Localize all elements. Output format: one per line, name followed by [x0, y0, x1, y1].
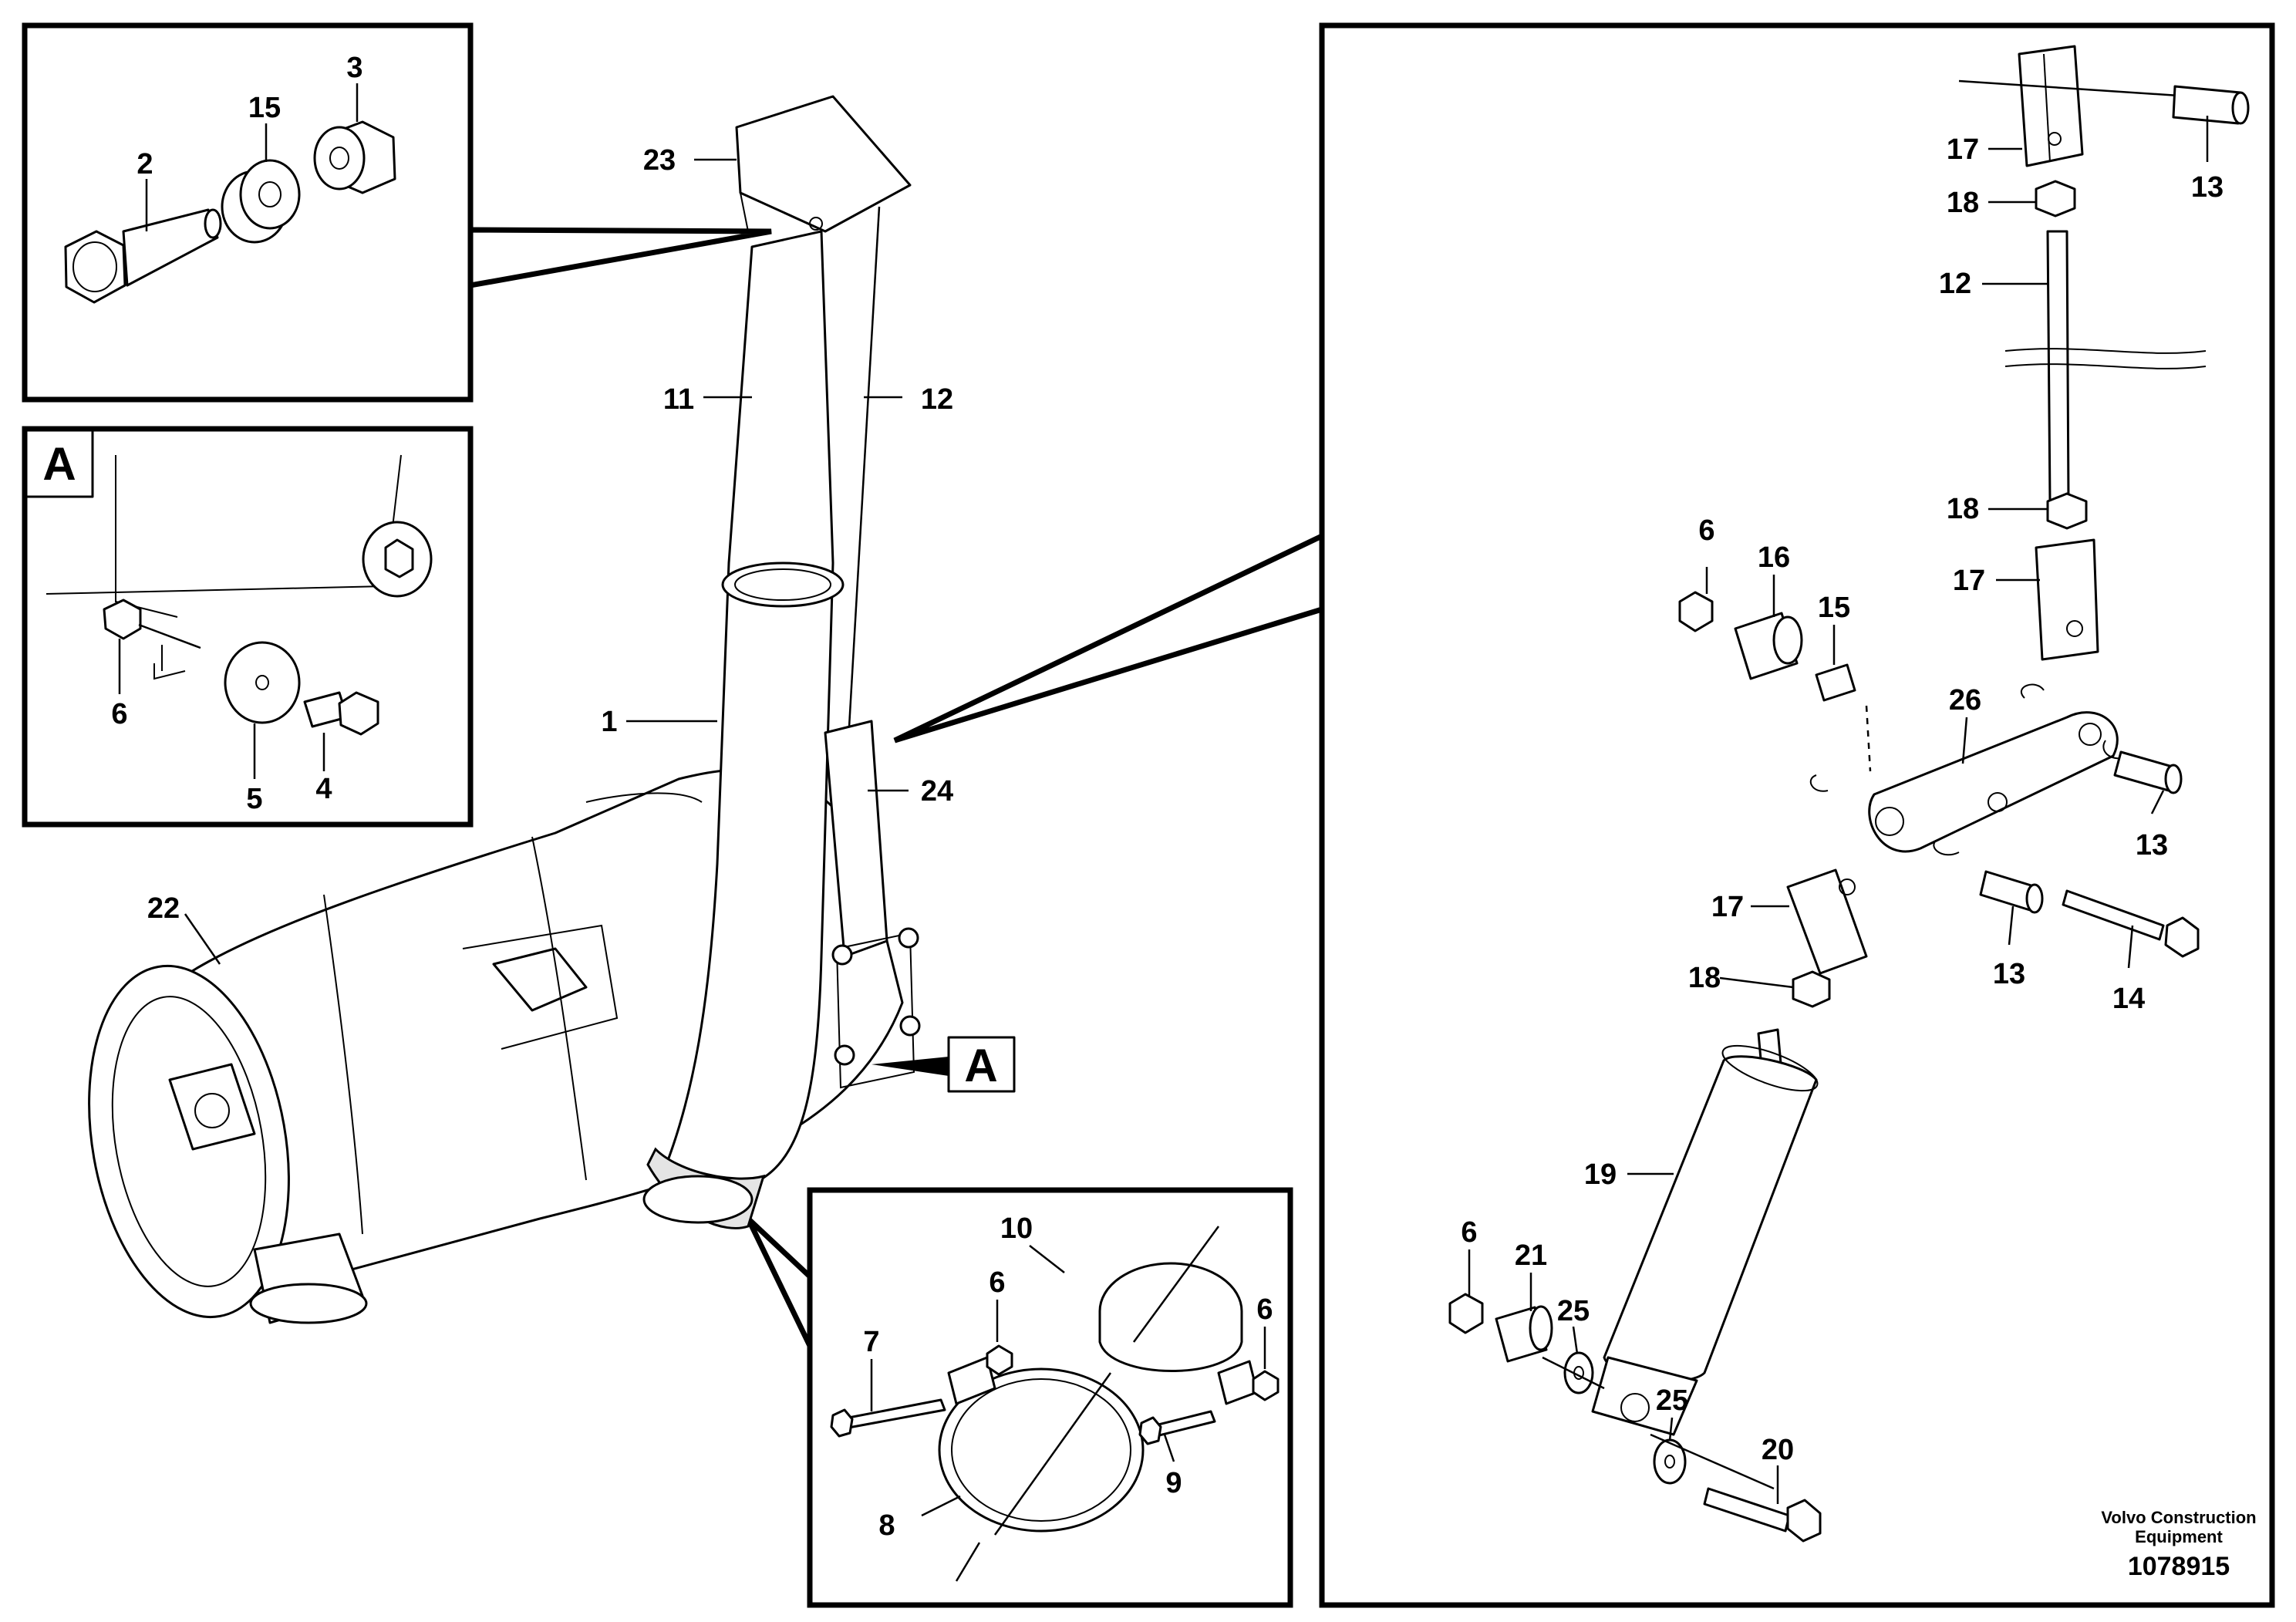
- exhaust-pipe-artwork: [642, 95, 921, 1229]
- callout-r-26: 26: [1949, 684, 1981, 717]
- callout-12: 12: [921, 383, 953, 416]
- credit-line-1: Volvo Construction: [2101, 1508, 2256, 1527]
- callout-r-6b: 6: [1461, 1216, 1477, 1249]
- detail-frame-bolt-assembly: [22, 22, 474, 403]
- callout-9: 9: [1165, 1467, 1182, 1499]
- callout-r-15: 15: [1818, 592, 1850, 624]
- detail-frame-clamp: [807, 1187, 1293, 1608]
- callout-r-16: 16: [1758, 541, 1790, 574]
- callout-24: 24: [921, 775, 953, 808]
- callout-7: 7: [863, 1326, 879, 1358]
- linkage-artwork: [1448, 45, 2250, 1543]
- callout-c-6b: 6: [1256, 1293, 1273, 1326]
- callout-r-17c: 17: [1711, 891, 1744, 923]
- callout-r-18c: 18: [1688, 962, 1721, 994]
- callout-r-6a: 6: [1698, 514, 1714, 547]
- callout-11: 11: [663, 383, 694, 416]
- callout-3: 3: [346, 52, 362, 84]
- callout-a-4: 4: [315, 773, 332, 805]
- callout-r-18b: 18: [1947, 493, 1979, 525]
- callout-r-18a: 18: [1947, 187, 1979, 219]
- callout-8: 8: [878, 1509, 895, 1542]
- view-a-artwork: [25, 429, 433, 736]
- callout-r-19: 19: [1584, 1158, 1617, 1191]
- detail-frame-view-a: [22, 426, 474, 828]
- callout-r-21: 21: [1515, 1239, 1547, 1272]
- view-a-marker-box: [947, 1036, 1016, 1093]
- callout-10: 10: [1000, 1212, 1033, 1245]
- pointer-bolt-detail: [467, 227, 772, 289]
- detail-frame-damper-linkage: [1319, 22, 2275, 1608]
- callout-r-13b: 13: [2136, 829, 2168, 862]
- callout-22: 22: [147, 892, 180, 925]
- main-leaders: [184, 158, 909, 965]
- callout-1: 1: [601, 706, 617, 738]
- clamp-artwork: [830, 1226, 1279, 1582]
- clamp-leaders: [870, 1245, 1266, 1517]
- callout-15: 15: [248, 92, 281, 124]
- callout-a-5: 5: [246, 783, 262, 815]
- pointer-clamp-detail: [745, 1216, 813, 1347]
- callout-r-25a: 25: [1557, 1295, 1590, 1327]
- callout-r-13a: 13: [2191, 171, 2224, 204]
- callout-23: 23: [643, 144, 676, 177]
- document-number: 1078915: [2128, 1552, 2230, 1581]
- view-a-title-letter: A: [42, 438, 76, 490]
- callout-r-25b: 25: [1656, 1384, 1688, 1417]
- callout-2: 2: [137, 148, 153, 180]
- callout-r-13c: 13: [1993, 958, 2025, 990]
- credit-line-2: Equipment: [2135, 1527, 2223, 1546]
- view-a-leaders: [118, 639, 325, 779]
- linkage-leaders: [1468, 116, 2209, 1504]
- view-a-marker-letter: A: [964, 1040, 997, 1091]
- bolt-detail-leaders: [145, 83, 359, 231]
- callout-r-17a: 17: [1947, 133, 1979, 166]
- view-a-arrow: [872, 1057, 949, 1076]
- bolt-assembly-artwork: [64, 120, 396, 304]
- callout-a-6: 6: [111, 698, 127, 730]
- pointer-linkage-detail: [893, 531, 1325, 744]
- callout-r-17b: 17: [1953, 565, 1985, 597]
- callout-r-12: 12: [1939, 268, 1971, 300]
- callout-c-6a: 6: [989, 1266, 1005, 1299]
- callout-r-14: 14: [2112, 983, 2145, 1015]
- callout-r-20: 20: [1762, 1434, 1794, 1466]
